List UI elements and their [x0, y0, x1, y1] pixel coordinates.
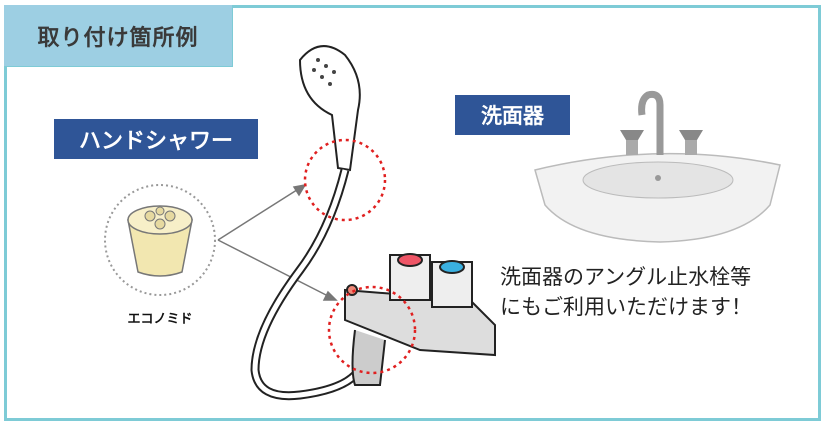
economizer-icon: [104, 184, 216, 296]
pointer-arrows: [217, 183, 338, 301]
frame-border: [4, 5, 821, 421]
diagram-title: 取り付け箇所例: [4, 5, 233, 67]
highlight-circle-faucet: [327, 285, 417, 375]
sink-label: 洗面器: [455, 95, 570, 135]
faucet-icon: [344, 253, 496, 386]
usage-note: 洗面器のアングル止水栓等 にもご利用いただけます！: [500, 262, 752, 322]
product-name: エコノミド: [127, 312, 193, 327]
hand-shower-icon: [250, 45, 361, 401]
highlight-circle-hose: [303, 138, 387, 222]
usage-note-line1: 洗面器のアングル止水栓等: [500, 265, 752, 289]
usage-note-line2: にもご利用いただけます！: [500, 295, 752, 319]
sink-icon: [534, 91, 781, 243]
hand-shower-label: ハンドシャワー: [54, 119, 258, 159]
